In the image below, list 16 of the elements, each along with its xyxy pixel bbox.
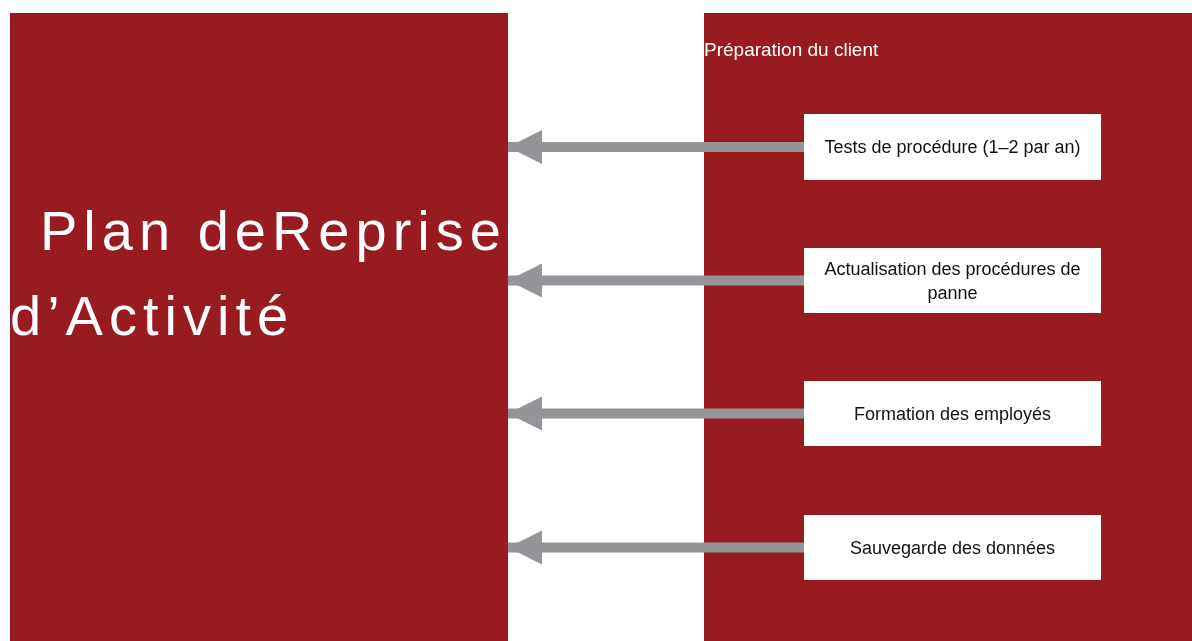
plan-box (10, 13, 508, 641)
arrow (508, 396, 804, 431)
step-text: Sauvegarde des données (849, 536, 1056, 560)
step-text: Tests de procédure (1–2 par an) (824, 136, 1081, 159)
arrow (508, 130, 804, 164)
step-box (804, 248, 1101, 313)
step-box (804, 381, 1101, 446)
plan-title: Plan deReprise d’Activité (10, 199, 507, 347)
preparation-panel (704, 13, 1192, 641)
arrow (508, 530, 804, 565)
step-box (804, 114, 1101, 180)
step-box (804, 515, 1101, 580)
step-text: Actualisation des procédures de panne (823, 257, 1082, 305)
panel-heading: Préparation du client (704, 39, 879, 60)
step-text: Formation des employés (853, 402, 1052, 426)
arrow (508, 263, 804, 298)
